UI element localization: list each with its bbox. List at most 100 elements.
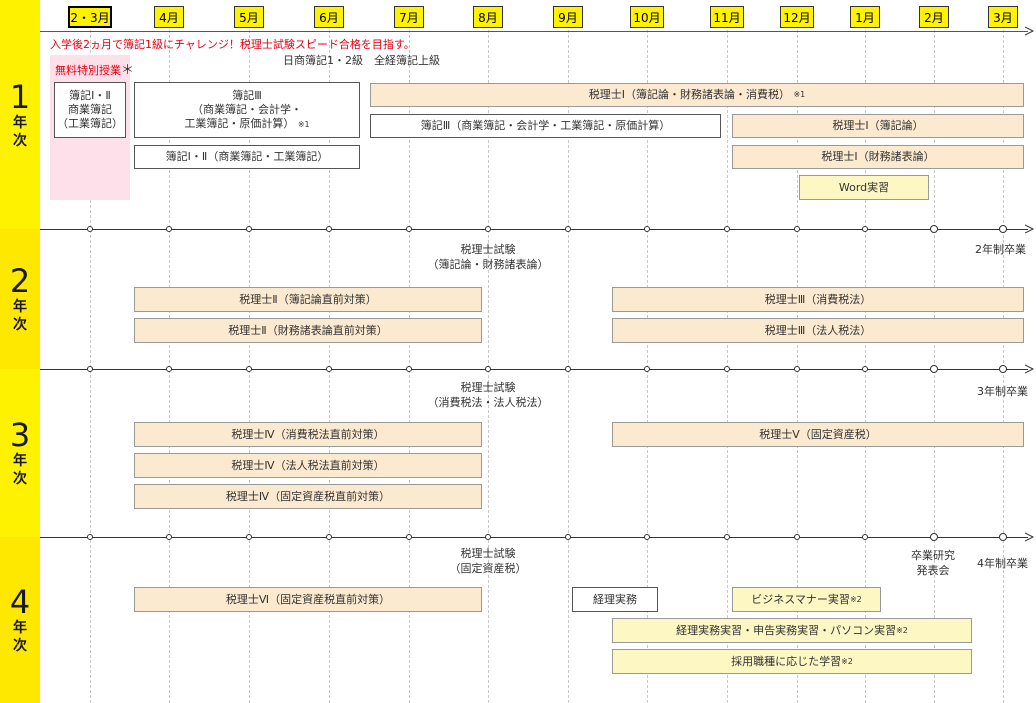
timeline-node [87,226,93,232]
timeline-node [644,534,650,540]
year-band-2: 2 年 次 [0,229,40,369]
timeline-node [794,226,800,232]
timeline-node [246,534,252,540]
timeline-node [406,534,412,540]
year-label-char: 次 [13,471,27,487]
course-zeirishi3-hojin: 税理士Ⅲ（法人税法） [612,318,1024,343]
year-number: 1 [9,77,31,116]
year-number: 3 [9,416,31,454]
free-class-label-text: 無料特別授業 [55,64,121,77]
timeline-node [166,534,172,540]
course-label: 税理士Ⅰ（簿記論・財務諸表論・消費税） [588,88,790,101]
footnote-mark: ※2 [849,594,862,604]
month-header: 10月 [630,6,664,28]
year-number: 2 [9,262,31,300]
month-header: 8月 [473,6,503,28]
asterisk-mark: ＊ [121,63,135,78]
course-zeirishi6-kotei: 税理士Ⅵ（固定資産税直前対策） [134,587,482,612]
year-label-char: 次 [13,132,27,149]
timeline-node [87,534,93,540]
month-header: 2月 [919,6,949,28]
timeline-node [485,534,491,540]
month-header: 5月 [234,6,264,28]
timeline-node [644,366,650,372]
course-label: 採用職種に応じた学習 [731,654,842,668]
footnote-mark: ※2 [841,656,853,666]
course-line: （工業簿記） [57,117,123,130]
timeline-node [999,365,1007,373]
timeline-node [87,366,93,372]
exam-label: 税理士試験 （簿記論・財務諸表論） [420,242,556,272]
course-boki3-full: 簿記Ⅲ（商業簿記・会計学・工業簿記・原価計算） [370,114,721,138]
timeline-node [644,226,650,232]
year-band-4: 4 年 次 [0,537,40,703]
certification-note: 日商簿記1・2級 全経簿記上級 [283,54,440,67]
year-band-1: 1 年 次 [0,0,40,229]
exam-line: 税理士試験 [460,243,516,256]
course-zeirishi4-shohi: 税理士Ⅳ（消費税法直前対策） [134,422,482,447]
timeline-line [40,537,1028,538]
timeline-node [485,226,491,232]
year-label-char: 年 [13,453,27,469]
timeline-node [166,366,172,372]
year-label-char: 次 [13,317,27,333]
arrow-right-icon [1025,364,1035,374]
timeline-node [406,366,412,372]
timeline-node [862,366,868,372]
arrow-right-icon [1025,224,1035,234]
course-line: 簿記Ⅰ・Ⅱ [69,89,111,102]
year-number: 4 [9,583,31,621]
course-word: Word実習 [799,175,929,200]
course-job-specific: 採用職種に応じた学習※2 [612,649,972,674]
exam-line: 税理士試験 [460,381,516,394]
course-business-manner: ビジネスマナー実習※2 [732,587,881,612]
course-line: （商業簿記・会計学・ [192,102,302,116]
course-zeirishi4-hojin: 税理士Ⅳ（法人税法直前対策） [134,453,482,478]
course-line: 工業簿記・原価計算） ※1 [184,117,309,132]
headline: 入学後2ヵ月で簿記1級にチャレンジ！税理士試験スピード合格を目指す。 [50,38,415,51]
exam-line: （消費税法・法人税法） [427,396,549,409]
month-header: 6月 [314,6,344,28]
year-label-char: 次 [13,638,27,654]
month-header: 7月 [394,6,424,28]
arrow-right-icon [1025,26,1035,36]
course-zeirishi2-boki: 税理士Ⅱ（簿記論直前対策） [134,287,482,312]
month-header: 4月 [154,6,184,28]
research-presentation-label: 卒業研究 発表会 [900,548,966,578]
course-label: 経理実務実習・申告実務実習・パソコン実習 [676,623,897,637]
timeline-node [246,366,252,372]
timeline-node [862,226,868,232]
course-boki3: 簿記Ⅲ （商業簿記・会計学・ 工業簿記・原価計算） ※1 [134,82,360,138]
course-boki12: 簿記Ⅰ・Ⅱ（商業簿記・工業簿記） [134,145,360,169]
research-line: 発表会 [916,564,950,577]
course-zeirishi1-boki: 税理士Ⅰ（簿記論） [732,114,1024,138]
course-zeirishi2-zaimu: 税理士Ⅱ（財務諸表論直前対策） [134,318,482,343]
exam-line: （簿記論・財務諸表論） [427,258,549,271]
free-class-label: 無料特別授業＊ [55,59,134,78]
exam-label: 税理士試験 （消費税法・法人税法） [420,380,556,410]
course-line: 簿記Ⅲ [232,88,262,102]
timeline-line [40,369,1028,370]
exam-label: 税理士試験 （固定資産税） [420,546,556,576]
timeline-node [485,366,491,372]
timeline-node [930,533,938,541]
course-zeirishi1-zaimu: 税理士Ⅰ（財務諸表論） [732,145,1024,169]
research-line: 卒業研究 [911,549,955,562]
timeline-node [999,533,1007,541]
timeline-line [40,229,1028,230]
timeline-node [724,534,730,540]
month-header: 11月 [710,6,744,28]
month-header: 9月 [553,6,583,28]
month-header: 1月 [850,6,880,28]
graduation-label: 2年制卒業 [975,243,1026,256]
timeline-node [794,366,800,372]
course-zeirishi5-kotei: 税理士Ⅴ（固定資産税） [612,422,1024,447]
free-class-course-box: 簿記Ⅰ・Ⅱ 商業簿記 （工業簿記） [54,82,126,138]
timeline-node [326,366,332,372]
timeline-node [794,534,800,540]
year-label-char: 年 [13,299,27,315]
timeline-node [930,365,938,373]
timeline-node [565,534,571,540]
course-label: ビジネスマナー実習 [751,592,850,606]
arrow-right-icon [1025,532,1035,542]
